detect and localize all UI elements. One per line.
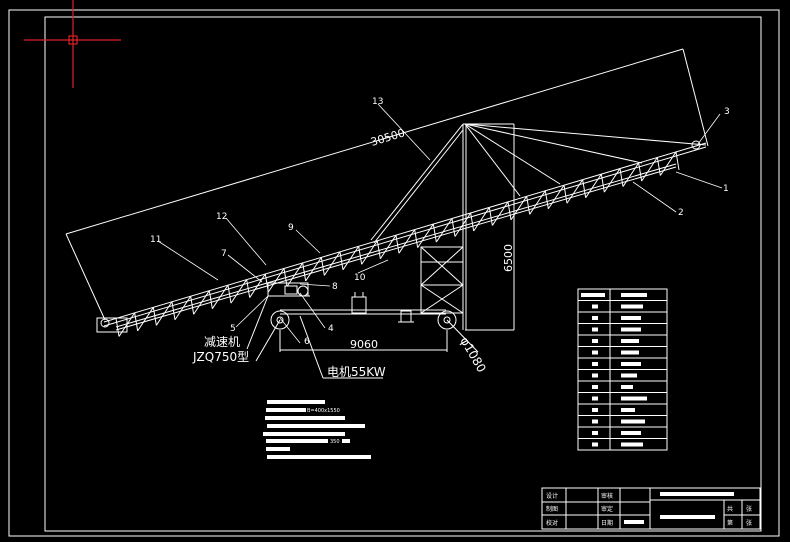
callout-4: 4 (328, 324, 334, 334)
chassis-and-wheels (96, 282, 457, 333)
title-total-label: 共 (727, 505, 733, 513)
title-block-text: 设计 制图 校对 审核 审定 日期 共 张 第 张 (546, 492, 752, 527)
conveyor-truss-boom (103, 140, 707, 337)
callout-10: 10 (354, 273, 366, 283)
title-review-label: 审核 (601, 492, 613, 500)
notes-spec-a: B=400x1550 (307, 408, 340, 414)
callout-13: 13 (372, 97, 383, 107)
part-callouts: 1 2 3 4 5 6 7 8 9 10 11 12 13 (150, 97, 730, 347)
callout-6: 6 (304, 337, 310, 347)
title-total-unit: 张 (746, 505, 752, 513)
title-draw-label: 制图 (546, 505, 558, 513)
crosshair-cursor-icon (24, 0, 121, 88)
component-labels: 减速机 JZQ750型 电机55KW (192, 295, 386, 379)
title-check-label: 校对 (546, 519, 558, 527)
title-date-label: 日期 (601, 519, 613, 527)
reducer-name-label: 减速机 (204, 335, 240, 349)
callout-8: 8 (332, 282, 338, 292)
title-sheet-unit: 张 (746, 519, 752, 527)
title-block-fields (624, 492, 734, 524)
title-sheet-label: 第 (727, 519, 733, 527)
callout-3: 3 (724, 107, 730, 117)
sheet-border (8, 9, 780, 537)
callout-12: 12 (216, 212, 227, 222)
title-design-label: 设计 (546, 492, 558, 500)
callout-11: 11 (150, 235, 161, 245)
technical-notes: B=400x1550 350 (263, 400, 371, 459)
callout-1: 1 (723, 184, 729, 194)
callout-2: 2 (678, 208, 684, 218)
dimension-height-label: 6500 (502, 244, 515, 272)
notes-spec-b: 350 (330, 439, 340, 445)
callout-7: 7 (221, 249, 227, 259)
callout-9: 9 (288, 223, 294, 233)
motor-label: 电机55KW (327, 365, 386, 379)
title-block (541, 487, 761, 530)
support-mast-and-cables (370, 123, 707, 331)
title-approve-label: 审定 (601, 505, 613, 513)
parts-list-table (577, 288, 668, 451)
dimension-wheelbase: 9060 (279, 330, 448, 352)
dimension-wheelbase-label: 9060 (350, 338, 378, 351)
dimension-height: 6500 (502, 124, 515, 330)
callout-5: 5 (230, 324, 236, 334)
reducer-model-label: JZQ750型 (192, 350, 249, 364)
